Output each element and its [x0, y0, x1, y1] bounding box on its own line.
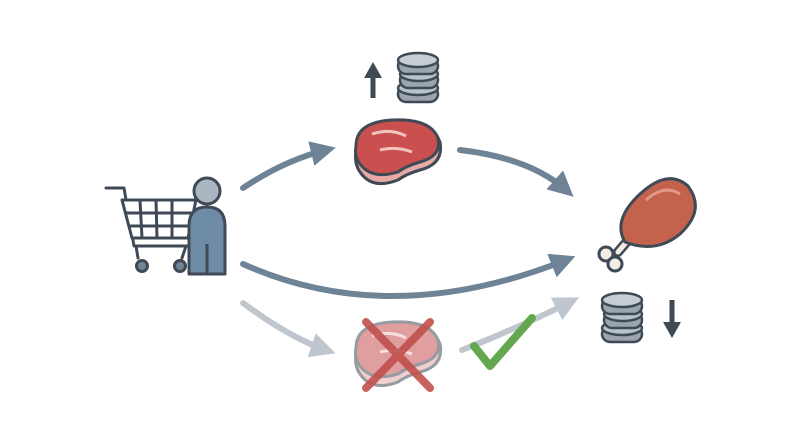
- down-arrow-icon: [663, 300, 681, 338]
- chicken-drumstick-icon: [597, 177, 697, 273]
- coin-stack-icon: [396, 51, 440, 104]
- arrow-steak-to-chicken: [457, 147, 574, 197]
- faded-arrow-rejected-steak-to-chicken: [459, 297, 579, 353]
- arrow-shopper-to-chicken: [240, 253, 576, 300]
- x-mark-icon: [362, 318, 434, 392]
- faded-arrow-shopper-to-rejected-steak: [240, 300, 336, 358]
- shopper-person-icon: [187, 176, 227, 276]
- coin-stack-icon: [600, 291, 644, 344]
- arrow-shopper-to-steak: [240, 141, 336, 191]
- check-mark-icon: [470, 314, 536, 370]
- shopping-cart-icon: [104, 186, 198, 273]
- up-arrow-icon: [364, 62, 382, 98]
- steak-icon: [354, 118, 443, 186]
